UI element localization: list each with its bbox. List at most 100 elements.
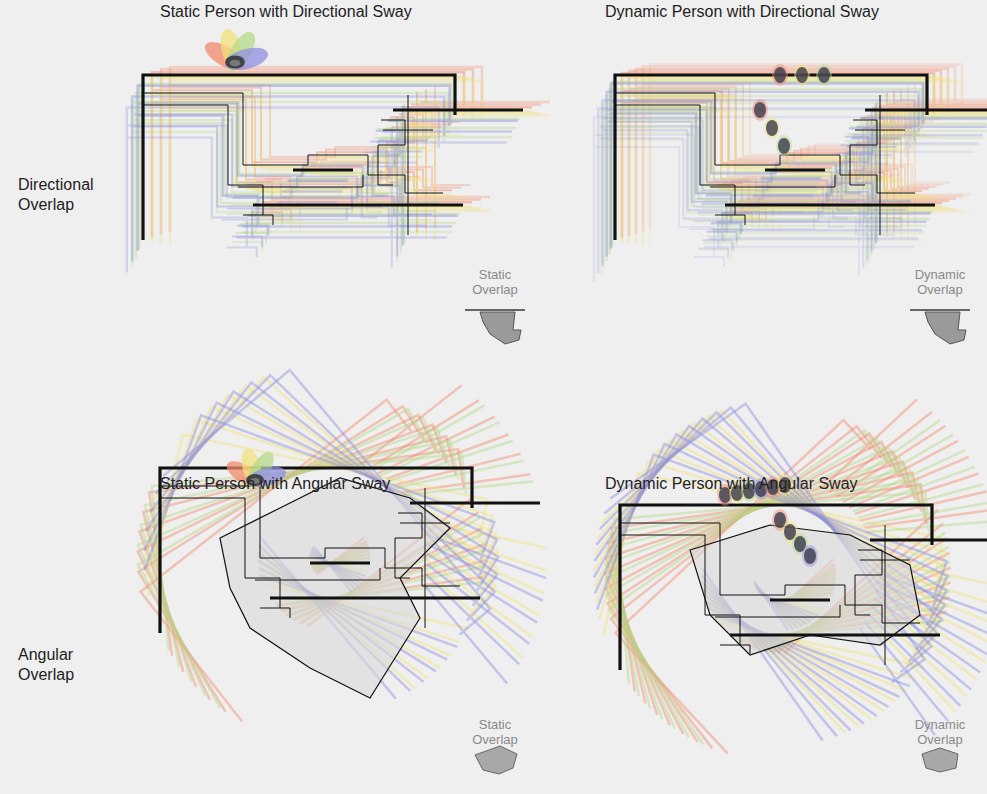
wall: [858, 137, 860, 277]
head: [774, 67, 786, 83]
wall: [594, 135, 894, 235]
wall: [310, 562, 370, 565]
wall: [139, 102, 439, 202]
wall: [227, 197, 352, 209]
panel-title: Dynamic Person with Directional Sway: [605, 2, 879, 22]
overlap-shape: [475, 746, 517, 774]
overlap-shape: [480, 312, 521, 344]
rotated-copy: [595, 423, 987, 783]
rotated-copy: [594, 434, 987, 767]
wall: [880, 95, 881, 235]
overlap-shape: [925, 312, 966, 344]
wall: [132, 102, 444, 267]
rotated-copy: [615, 486, 987, 683]
wall: [277, 201, 337, 204]
wall: [388, 120, 518, 123]
wall: [270, 596, 480, 599]
floor-plan: [143, 75, 523, 240]
wall: [744, 211, 804, 214]
row-label: Angular Overlap: [18, 645, 128, 685]
wall: [127, 107, 439, 272]
wall: [725, 203, 935, 206]
wall: [411, 103, 541, 106]
wall: [844, 151, 974, 154]
wall: [396, 117, 398, 257]
floor-plan: [138, 375, 550, 708]
head: [818, 67, 830, 83]
person: [794, 64, 810, 86]
overlap-icon: [910, 310, 970, 344]
rotated-copy: [145, 415, 559, 700]
offset-copy: [136, 93, 516, 258]
wall: [227, 247, 257, 257]
wall: [870, 538, 987, 541]
floor-plan: [160, 468, 540, 633]
wall: [404, 481, 533, 495]
wall: [604, 473, 943, 699]
wall: [237, 236, 447, 239]
person: [752, 99, 768, 121]
offset-copy: [132, 102, 512, 267]
sway-blob: [794, 64, 810, 86]
floor-plan: [594, 426, 987, 779]
overlap-label: Dynamic Overlap: [909, 718, 971, 748]
wall: [255, 568, 380, 580]
wall: [595, 444, 948, 725]
panel-title: Static Person with Angular Sway: [160, 474, 390, 494]
wall: [246, 222, 456, 225]
wall: [885, 525, 886, 665]
sway-blob: [752, 99, 768, 121]
sway-blob: [772, 64, 788, 86]
wall: [693, 209, 818, 221]
wall: [410, 501, 540, 504]
wall: [163, 370, 490, 715]
overlap-icon: [922, 748, 958, 772]
wall: [615, 75, 927, 240]
wall: [701, 250, 731, 260]
floor-plan: [595, 423, 987, 783]
rotated-copy: [141, 358, 542, 722]
wall: [708, 237, 918, 240]
floor-plan: [136, 93, 516, 258]
floor-plan: [594, 434, 987, 767]
wall: [609, 89, 921, 254]
wall: [600, 412, 937, 749]
person: [776, 135, 792, 157]
rotated-copy: [594, 426, 987, 779]
panel-title: Dynamic Person with Angular Sway: [605, 474, 858, 494]
head: [778, 138, 790, 154]
floor-plan: [602, 100, 982, 265]
wall: [765, 168, 825, 171]
overlap-label: Static Overlap: [464, 718, 526, 748]
wall: [770, 599, 830, 602]
overlap-label: Dynamic Overlap: [909, 268, 971, 298]
wall: [465, 309, 525, 311]
wall: [607, 468, 951, 708]
floor-plan: [620, 505, 987, 670]
wall: [620, 505, 932, 670]
wall: [598, 109, 910, 274]
overlap-label: Static Overlap: [464, 268, 526, 298]
wall: [367, 161, 417, 163]
rotated-copy: [595, 444, 987, 754]
wall: [389, 441, 513, 481]
offset-copy: [132, 97, 512, 262]
wall: [143, 105, 263, 215]
wall: [770, 598, 830, 601]
wall: [860, 560, 910, 561]
wall: [721, 212, 931, 215]
wall: [372, 405, 485, 470]
wall: [242, 231, 452, 234]
head: [766, 120, 778, 136]
wall: [270, 597, 480, 600]
wall: [156, 375, 495, 710]
floor-plan: [141, 358, 542, 722]
floor-plan: [610, 404, 963, 794]
rotated-copy: [163, 370, 534, 767]
wall: [610, 404, 924, 754]
wall: [615, 105, 735, 215]
head: [230, 60, 241, 67]
wall: [615, 93, 915, 193]
floor-plan: [132, 102, 512, 267]
head: [804, 548, 816, 564]
